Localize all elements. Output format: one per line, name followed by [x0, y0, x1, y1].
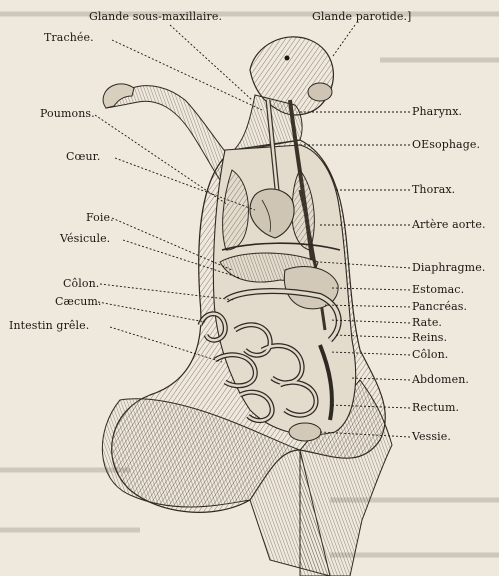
label-pharynx: Pharynx.	[412, 106, 462, 118]
label-colon-right: Côlon.	[412, 349, 448, 361]
monkey-ear	[308, 83, 332, 101]
label-foie: Foie.	[86, 212, 114, 224]
label-coeur: Cœur.	[66, 151, 100, 163]
label-abdomen: Abdomen.	[412, 374, 469, 386]
label-glande-parotide: Glande parotide.]	[312, 11, 411, 23]
label-caecum: Cæcum.	[55, 296, 102, 308]
label-reins: Reins.	[412, 332, 447, 344]
bladder	[289, 423, 321, 441]
label-trachee: Trachée.	[44, 32, 94, 44]
label-glande-sous-maxillaire: Glande sous-maxillaire.	[89, 11, 222, 23]
label-poumons: Poumons.	[40, 108, 95, 120]
label-rectum: Rectum.	[412, 402, 459, 414]
label-thorax: Thorax.	[412, 184, 455, 196]
label-oesophage: OEsophage.	[412, 139, 480, 151]
label-rate: Rate.	[412, 317, 442, 329]
label-vesicule: Vésicule.	[60, 233, 110, 245]
monkey-eye	[285, 56, 290, 61]
label-pancreas: Pancréas.	[412, 301, 467, 313]
label-intestin-grele: Intestin grêle.	[9, 320, 89, 332]
label-colon-left: Côlon.	[63, 278, 99, 290]
label-artere-aorte: Artère aorte.	[412, 219, 486, 231]
label-estomac: Estomac.	[412, 284, 464, 296]
label-diaphragme: Diaphragme.	[412, 262, 485, 274]
label-vessie: Vessie.	[412, 431, 451, 443]
monkey-arm	[106, 86, 232, 180]
